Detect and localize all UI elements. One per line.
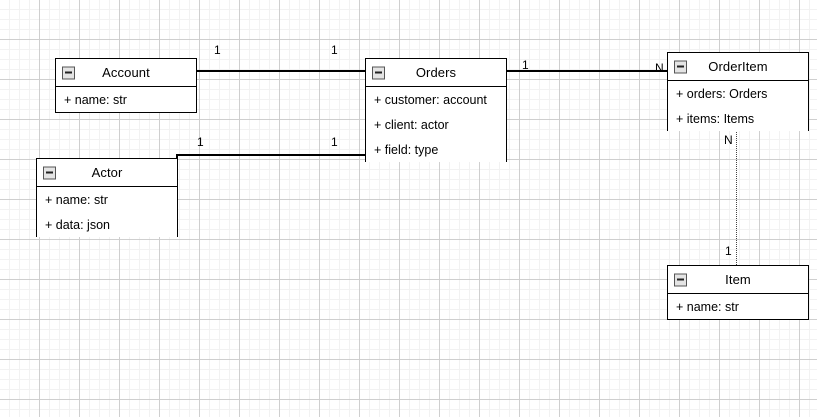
uml-class-orders-title: Orders xyxy=(415,65,457,80)
connector-orderitem-item[interactable] xyxy=(736,130,737,265)
uml-class-orderitem[interactable]: OrderItem + orders: Orders + items: Item… xyxy=(667,52,809,131)
multiplicity-account-orders-target: 1 xyxy=(331,43,338,57)
uml-class-account-title: Account xyxy=(102,65,150,80)
multiplicity-actor-orders-target: 1 xyxy=(331,135,338,149)
uml-class-account-attributes: + name: str xyxy=(56,87,196,112)
uml-class-item-attributes: + name: str xyxy=(668,294,808,319)
uml-class-actor-attributes: + name: str + data: json xyxy=(37,187,177,237)
multiplicity-account-orders-source: 1 xyxy=(214,43,221,57)
multiplicity-actor-orders-source: 1 xyxy=(197,135,204,149)
collapse-minus-icon[interactable] xyxy=(62,66,75,79)
uml-class-item-title: Item xyxy=(725,272,751,287)
uml-class-actor[interactable]: Actor + name: str + data: json xyxy=(36,158,178,237)
uml-class-orderitem-title: OrderItem xyxy=(708,59,768,74)
uml-class-orders-attributes: + customer: account + client: actor + fi… xyxy=(366,87,506,162)
collapse-minus-icon[interactable] xyxy=(372,66,385,79)
multiplicity-orderitem-item-source: N xyxy=(724,133,733,147)
uml-class-actor-title: Actor xyxy=(91,165,123,180)
uml-attribute: + items: Items xyxy=(676,111,755,126)
uml-class-item[interactable]: Item + name: str xyxy=(667,265,809,320)
uml-attribute: + name: str xyxy=(676,299,739,314)
connector-account-orders[interactable] xyxy=(196,70,366,72)
uml-class-orders[interactable]: Orders + customer: account + client: act… xyxy=(365,58,507,162)
uml-attribute: + client: actor xyxy=(374,117,449,132)
uml-attribute: + name: str xyxy=(45,192,108,207)
uml-attribute: + name: str xyxy=(64,92,127,107)
collapse-minus-icon[interactable] xyxy=(674,273,687,286)
multiplicity-orders-orderitem-target: N xyxy=(655,61,664,75)
uml-class-orderitem-attributes: + orders: Orders + items: Items xyxy=(668,81,808,131)
uml-attribute: + orders: Orders xyxy=(676,86,768,101)
uml-class-account[interactable]: Account + name: str xyxy=(55,58,197,113)
uml-class-item-header[interactable]: Item xyxy=(668,266,808,294)
collapse-minus-icon[interactable] xyxy=(43,166,56,179)
uml-class-actor-header[interactable]: Actor xyxy=(37,159,177,187)
multiplicity-orderitem-item-target: 1 xyxy=(725,244,732,258)
uml-attribute: + customer: account xyxy=(374,92,487,107)
connector-orders-orderitem[interactable] xyxy=(505,70,668,72)
connector-actor-orders[interactable] xyxy=(176,154,366,156)
uml-attribute: + data: json xyxy=(45,217,110,232)
multiplicity-orders-orderitem-source: 1 xyxy=(522,58,529,72)
uml-class-orderitem-header[interactable]: OrderItem xyxy=(668,53,808,81)
uml-class-orders-header[interactable]: Orders xyxy=(366,59,506,87)
uml-class-account-header[interactable]: Account xyxy=(56,59,196,87)
collapse-minus-icon[interactable] xyxy=(674,60,687,73)
uml-attribute: + field: type xyxy=(374,142,439,157)
connector-actor-orders-elbow[interactable] xyxy=(176,154,178,160)
